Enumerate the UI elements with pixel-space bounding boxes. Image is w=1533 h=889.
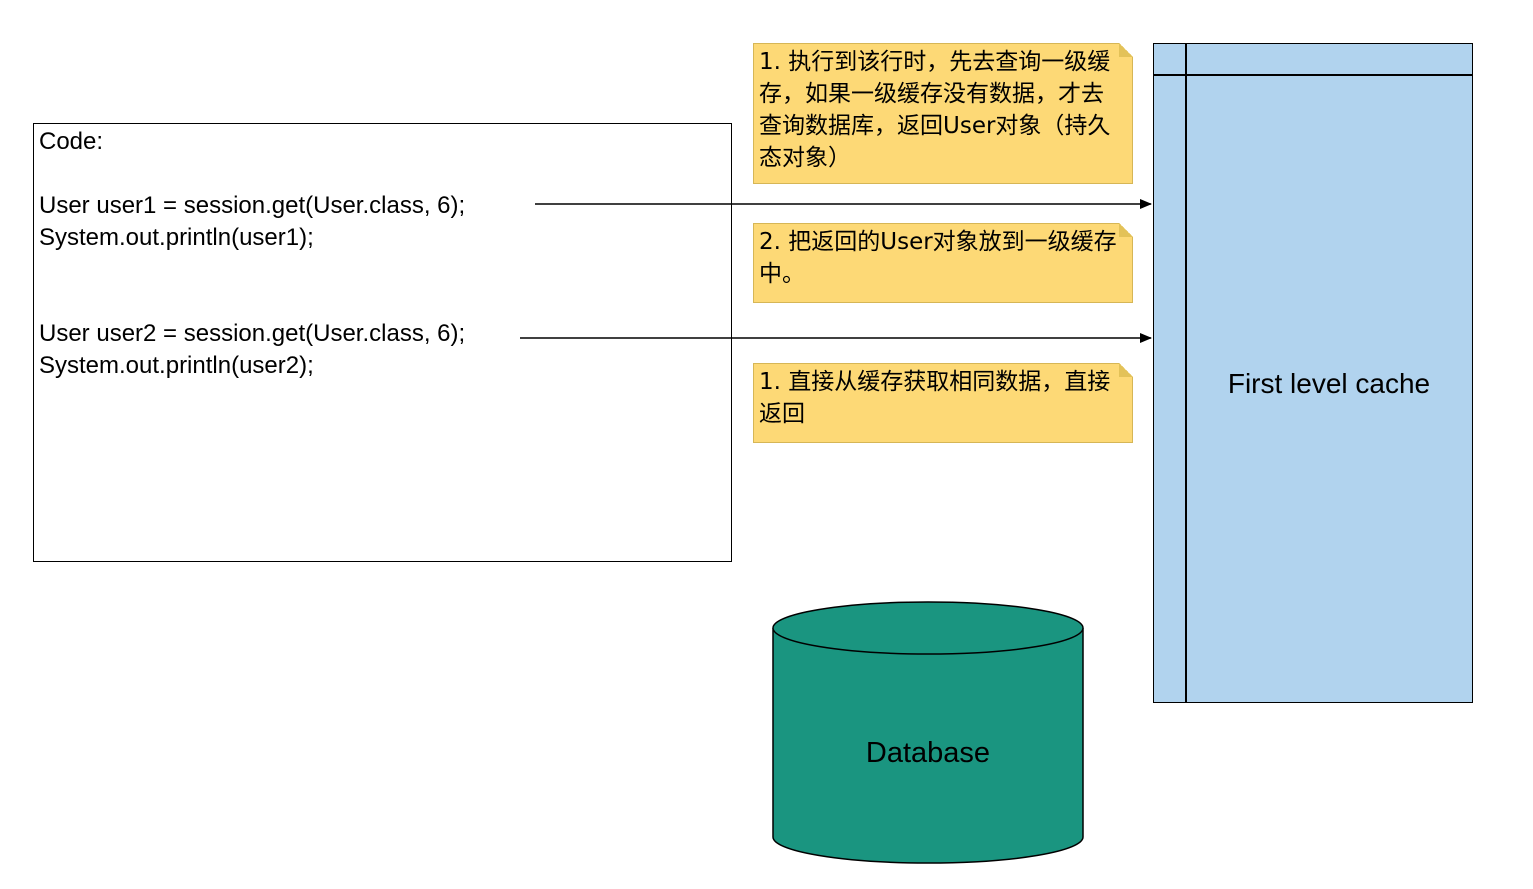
database-body (772, 628, 1084, 864)
cache-label: First level cache (1227, 368, 1431, 399)
note-store-in-cache: 2. 把返回的User对象放到一级缓存中。 (753, 223, 1133, 303)
code-line-user2-get: User user2 = session.get(User.class, 6); (39, 320, 466, 347)
note-fold-corner (1119, 363, 1133, 377)
note-fold-corner (1119, 223, 1133, 237)
note-text: 1. 直接从缓存获取相同数据，直接返回 (759, 369, 1111, 427)
code-line-user2-print: System.out.println(user2); (39, 352, 314, 379)
code-line-user1-get: User user1 = session.get(User.class, 6); (39, 192, 466, 219)
database-label: Database (865, 737, 991, 769)
note-query-cache-then-db: 1. 执行到该行时，先去查询一级缓存，如果一级缓存没有数据，才去查询数据库，返回… (753, 43, 1133, 184)
code-line-user1-print: System.out.println(user1); (39, 224, 314, 251)
first-level-cache: First level cache (1153, 43, 1473, 703)
code-heading: Code: (39, 128, 104, 155)
database-top (772, 601, 1084, 655)
note-return-from-cache: 1. 直接从缓存获取相同数据，直接返回 (753, 363, 1133, 443)
code-box: Code: User user1 = session.get(User.clas… (33, 123, 732, 562)
note-fold-corner (1119, 43, 1133, 57)
note-text: 1. 执行到该行时，先去查询一级缓存，如果一级缓存没有数据，才去查询数据库，返回… (759, 49, 1111, 171)
cache-divider-horizontal (1154, 74, 1472, 76)
cache-divider-vertical (1185, 44, 1187, 702)
note-text: 2. 把返回的User对象放到一级缓存中。 (759, 229, 1117, 287)
database-cylinder (772, 601, 1084, 864)
